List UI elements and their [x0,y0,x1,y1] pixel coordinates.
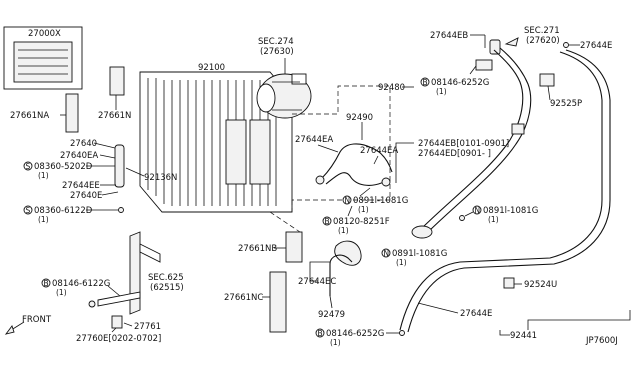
label-front: FRONT [22,315,52,325]
label-27661n: 27661N [98,111,131,121]
condenser-bracket-left [225,119,247,185]
label-08146-6252g-bot-qty: (1) [330,338,341,347]
label-27644e-bot: 27644E [460,309,492,319]
label-27661nb: 27661NB [238,244,277,254]
b-marker-08120-letter: B [325,217,330,226]
n-marker-c-letter: N [384,249,390,258]
label-08146-6252g-bot: 08146-6252G [326,329,384,339]
bracket-assembly-part [97,231,161,315]
b-marker-6122g-letter: B [44,279,49,288]
label-08360-5202d: 08360-5202D [34,162,93,172]
label-27000x: 27000X [28,29,61,39]
condenser-bracket-right [249,119,271,185]
n-marker-c [381,248,391,258]
label-08360-6122d-qty: (1) [38,215,49,224]
label-92136n: 92136N [144,173,177,183]
b-marker-6252g-top-letter: B [423,78,428,87]
label-08120-8251f-qty: (1) [338,226,349,235]
label-27640ea: 27640EA [60,151,98,161]
label-27661na: 27661NA [10,111,49,121]
label-27760e: 27760E[0202-0702] [76,334,161,344]
sensor-27760e-part [111,315,123,329]
label-27640e: 27640E [70,191,102,201]
label-27644ed-range: 27644ED[0901- ] [418,149,491,159]
label-sec625: SEC.625 [148,273,184,283]
label-27661nc: 27661NC [224,293,263,303]
caution-label-part [13,41,73,83]
b-marker-6252g-bot-letter: B [318,329,323,338]
label-92479: 92479 [318,310,345,320]
front-arrow-icon [4,321,25,335]
label-27761: 27761 [134,322,161,332]
label-sec274: SEC.274 [258,37,294,47]
label-0891l-1081g-b-qty: (1) [488,215,499,224]
seal-27661na-part [65,93,79,133]
label-0891l-1081g-a: 0891l-1081G [353,196,408,206]
label-92480: 92480 [378,83,405,93]
label-92524u: 92524U [524,280,557,290]
label-08146-6122g: 08146-6122G [52,279,110,289]
bolt-08360-6122d-part [118,207,124,213]
b-marker-6122g [41,278,51,288]
label-92441: 92441 [510,331,537,341]
label-08120-8251f: 08120-8251F [333,217,390,227]
label-08146-6252g-top-qty: (1) [436,87,447,96]
label-0891l-1081g-b: 0891l-1081G [483,206,538,216]
label-92490: 92490 [346,113,373,123]
label-sec625-sub: (62515) [150,283,184,293]
label-27644ea-2: 27644EA [360,146,398,156]
label-0891l-1081g-a-qty: (1) [358,205,369,214]
n-marker-a [342,195,352,205]
label-sec271-sub: (27620) [526,36,560,46]
label-08146-6122g-qty: (1) [56,288,67,297]
label-27644e-top: 27644E [580,41,612,51]
receiver-tank-27640 [114,144,125,188]
label-27644ee: 27644EE [62,181,100,191]
s-marker-1 [23,161,33,171]
label-sec274-sub: (27630) [260,47,294,57]
n-marker-b [472,205,482,215]
s-marker-1-letter: S [26,162,31,171]
label-27644ea-1: 27644EA [295,135,333,145]
seal-27661nb-part [285,231,303,263]
label-0891l-1081g-c-qty: (1) [396,258,407,267]
label-92525p: 92525P [550,99,582,109]
hose-92490-part [321,143,393,179]
pipe-92480-end-fitting [411,225,433,239]
label-92100: 92100 [198,63,225,73]
seal-27661nc-part [269,271,287,333]
label-08360-5202d-qty: (1) [38,171,49,180]
label-27640: 27640 [70,139,97,149]
compressor-part [256,73,312,119]
label-08360-6122d: 08360-6122D [34,206,93,216]
s-marker-2-letter: S [26,206,31,215]
s-marker-2 [23,205,33,215]
clip-92524u-part [503,277,515,289]
b-marker-6252g-bot [315,328,325,338]
label-0891l-1081g-c: 0891l-1081G [392,249,447,259]
cap-27644eb-part [489,39,501,55]
pipe-92441-part [399,51,603,331]
label-08146-6252g-top: 08146-6252G [431,78,489,88]
reference-dash-box [292,85,391,201]
label-27644ec: 27644EC [298,277,336,287]
label-27644eb-range: 27644EB[0101-0901] [418,139,509,149]
n-marker-a-letter: N [345,196,351,205]
label-sec271: SEC.271 [524,26,560,36]
diagram-id: JP7600J [585,336,618,346]
fitting-27644ec-part [334,240,362,266]
arrow-to-sec271 [504,37,519,47]
seal-27661n-part [109,66,125,96]
bracket-92525p-part [539,73,555,87]
b-marker-08120 [322,216,332,226]
n-marker-b-letter: N [475,206,481,215]
b-marker-6252g-top [420,77,430,87]
label-27644eb-top: 27644EB [430,31,468,41]
